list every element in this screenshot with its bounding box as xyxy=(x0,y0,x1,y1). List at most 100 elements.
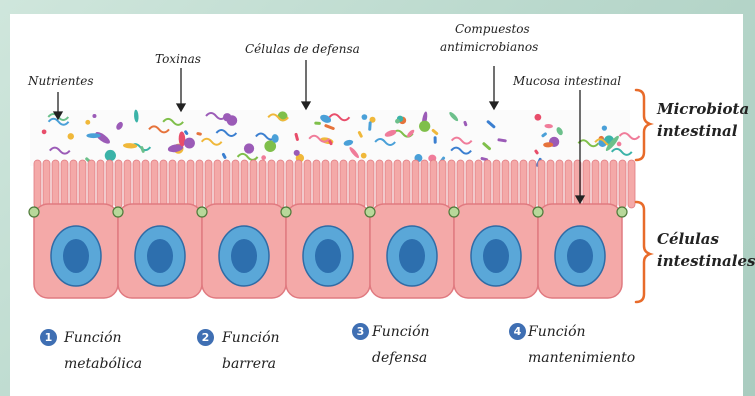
microvillus xyxy=(556,160,563,208)
brace-celulas xyxy=(636,202,650,302)
microvillus xyxy=(475,160,482,208)
arrow-head-compuestos xyxy=(490,102,498,109)
microvillus xyxy=(52,160,59,208)
microbe-coccus xyxy=(105,150,116,161)
tight-junction xyxy=(197,207,207,217)
cell-nucleolus xyxy=(399,239,425,273)
microbe-coccus xyxy=(42,129,47,134)
function-2-line2: barrera xyxy=(222,351,280,377)
label-microbiota: Microbiota intestinal xyxy=(657,98,749,142)
microbe-rod xyxy=(314,122,321,125)
microvillus xyxy=(88,160,95,208)
microvillus xyxy=(340,160,347,208)
tight-junction xyxy=(113,207,123,217)
braces xyxy=(636,90,650,302)
microvillus xyxy=(223,160,230,208)
microbe-coccus xyxy=(294,150,300,156)
microvillus xyxy=(115,160,122,208)
microbe-coccus xyxy=(617,142,622,147)
microvillus xyxy=(196,160,203,208)
microvillus xyxy=(628,160,635,208)
microbe-coccus xyxy=(534,114,541,121)
microvillus xyxy=(610,160,617,208)
microvillus xyxy=(592,160,599,208)
microbe-coccus xyxy=(362,114,368,120)
microvillus xyxy=(484,160,491,208)
label-celulas-intestinales: Células intestinales xyxy=(657,228,755,272)
microvilli-row xyxy=(34,160,635,208)
function-1-number: 1 xyxy=(40,329,57,346)
function-3-line2: defensa xyxy=(372,345,430,371)
microvillus xyxy=(124,160,131,208)
microbe-coccus xyxy=(244,143,254,153)
microvillus xyxy=(106,160,113,208)
cell-nucleolus xyxy=(63,239,89,273)
label-microbiota-line1: Microbiota xyxy=(657,98,749,120)
microvillus xyxy=(268,160,275,208)
microvillus xyxy=(394,160,401,208)
microvillus xyxy=(133,160,140,208)
microvillus xyxy=(385,160,392,208)
microbe-coccus xyxy=(223,113,231,121)
microvillus xyxy=(61,160,68,208)
microvillus xyxy=(205,160,212,208)
microvillus xyxy=(142,160,149,208)
microvillus xyxy=(439,160,446,208)
microvillus xyxy=(232,160,239,208)
tight-junction xyxy=(617,207,627,217)
microbe-rod xyxy=(434,136,437,144)
microvillus xyxy=(97,160,104,208)
function-4-line2: mantenimiento xyxy=(528,345,635,371)
microvillus xyxy=(277,160,284,208)
microbe-coccus xyxy=(395,119,400,124)
microvillus xyxy=(403,160,410,208)
microvillus xyxy=(502,160,509,208)
microvillus xyxy=(619,160,626,208)
tight-junction xyxy=(533,207,543,217)
microbe-coccus xyxy=(602,126,607,131)
microvillus xyxy=(151,160,158,208)
microvillus xyxy=(412,160,419,208)
microbe-coccus xyxy=(184,138,195,149)
function-3: Función defensa xyxy=(372,319,430,371)
microvillus xyxy=(430,160,437,208)
microvillus xyxy=(286,160,293,208)
microvillus xyxy=(520,160,527,208)
function-4-line1: Función xyxy=(528,319,635,345)
microvillus xyxy=(79,160,86,208)
label-celulas-line1: Células xyxy=(657,228,755,250)
microvillus xyxy=(493,160,500,208)
label-compuestos-line1: Compuestos xyxy=(455,22,530,36)
arrow-head-toxinas xyxy=(177,104,185,111)
function-4-number: 4 xyxy=(509,323,526,340)
tight-junction xyxy=(365,207,375,217)
label-microbiota-line2: intestinal xyxy=(657,120,749,142)
microvillus xyxy=(538,160,545,208)
microvillus xyxy=(331,160,338,208)
cell-nucleolus xyxy=(231,239,257,273)
cell-nucleolus xyxy=(147,239,173,273)
microvillus xyxy=(259,160,266,208)
function-1: Función metabólica xyxy=(64,325,142,377)
label-nutrientes: Nutrientes xyxy=(28,74,94,88)
microvillus xyxy=(70,160,77,208)
label-celulas-line2: intestinales xyxy=(657,250,755,272)
microvillus xyxy=(178,160,185,208)
microvillus xyxy=(421,160,428,208)
microvillus xyxy=(547,160,554,208)
label-toxinas: Toxinas xyxy=(155,52,201,66)
function-3-number: 3 xyxy=(352,323,369,340)
tight-junction xyxy=(281,207,291,217)
function-1-line2: metabólica xyxy=(64,351,142,377)
microvillus xyxy=(565,160,572,208)
microvillus xyxy=(322,160,329,208)
tight-junction xyxy=(29,207,39,217)
function-2: Función barrera xyxy=(222,325,280,377)
microvillus xyxy=(511,160,518,208)
function-4: Función mantenimiento xyxy=(528,319,635,371)
microbe-coccus xyxy=(419,121,430,132)
brace-microbiota xyxy=(636,90,650,160)
function-2-number: 2 xyxy=(197,329,214,346)
label-mucosa: Mucosa intestinal xyxy=(513,74,621,88)
cell-nucleolus xyxy=(483,239,509,273)
